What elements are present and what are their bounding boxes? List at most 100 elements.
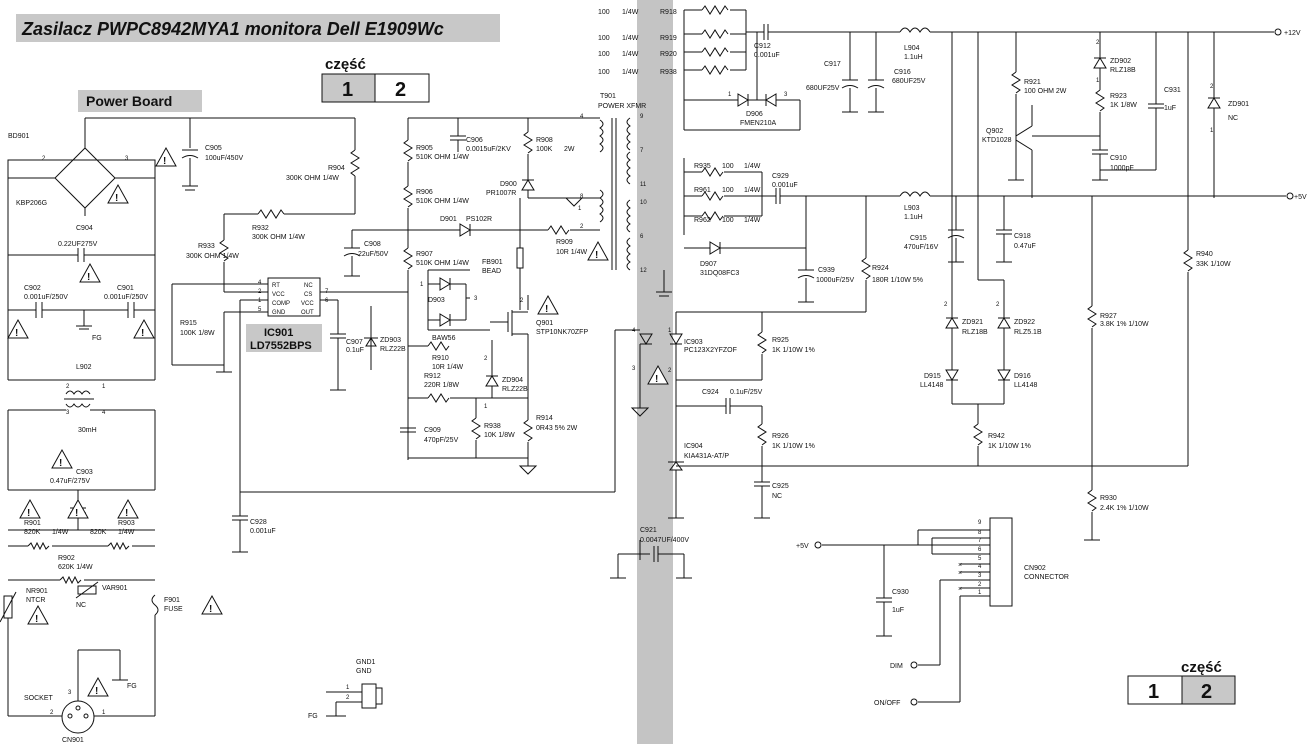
svg-text:×: × [958, 586, 962, 593]
svg-text:+5V: +5V [796, 543, 809, 550]
svg-text:0.001uF: 0.001uF [772, 182, 798, 189]
svg-text:C910: C910 [1110, 155, 1127, 162]
svg-text:R923: R923 [1110, 93, 1127, 100]
svg-text:R940: R940 [1196, 251, 1213, 258]
svg-text:0.001uF: 0.001uF [250, 528, 276, 535]
svg-text:R961: R961 [694, 187, 711, 194]
svg-text:D907: D907 [700, 261, 717, 268]
svg-text:FG: FG [308, 713, 318, 720]
svg-text:!: ! [163, 156, 166, 167]
svg-text:100: 100 [722, 163, 734, 170]
svg-text:0.0015uF/2KV: 0.0015uF/2KV [466, 146, 511, 153]
svg-text:!: ! [545, 304, 548, 315]
svg-text:100: 100 [722, 187, 734, 194]
svg-text:PS102R: PS102R [466, 216, 492, 223]
svg-text:R908: R908 [536, 137, 553, 144]
part-bottom-box2 [1181, 675, 1236, 705]
power-board-box [78, 90, 202, 112]
svg-text:!: ! [595, 250, 598, 261]
svg-text:2: 2 [944, 302, 948, 308]
title-box [16, 14, 500, 42]
svg-text:1000pF: 1000pF [1110, 165, 1134, 172]
svg-text:POWER XFMR: POWER XFMR [598, 103, 646, 110]
svg-text:1/4W: 1/4W [622, 35, 639, 42]
svg-text:C901: C901 [117, 285, 134, 292]
svg-text:9: 9 [640, 114, 644, 120]
svg-text:1K 1/8W: 1K 1/8W [1110, 102, 1137, 109]
svg-text:NC: NC [772, 493, 782, 500]
svg-text:!: ! [27, 508, 30, 519]
svg-text:C915: C915 [910, 235, 927, 242]
svg-text:R903: R903 [118, 520, 135, 527]
svg-text:IC903: IC903 [684, 339, 703, 346]
ic901-label-box [246, 324, 322, 352]
svg-text:R932: R932 [252, 225, 269, 232]
svg-text:7: 7 [978, 538, 982, 544]
svg-text:C916: C916 [894, 69, 911, 76]
svg-text:C907: C907 [346, 339, 363, 346]
svg-text:1: 1 [258, 298, 262, 304]
power-board-label: Power Board [86, 93, 172, 109]
svg-text:NC: NC [304, 283, 313, 289]
svg-text:BD901: BD901 [8, 133, 30, 140]
svg-text:100K: 100K [536, 146, 553, 153]
svg-text:3: 3 [68, 690, 72, 696]
svg-text:0.47uF/275V: 0.47uF/275V [50, 478, 90, 485]
svg-text:CONNECTOR: CONNECTOR [1024, 574, 1069, 581]
svg-text:!: ! [115, 193, 118, 204]
svg-text:R910: R910 [432, 355, 449, 362]
svg-text:R912: R912 [424, 373, 441, 380]
svg-text:BAW56: BAW56 [432, 335, 456, 342]
part-top-num1: 1 [342, 79, 353, 101]
svg-text:1uF: 1uF [1164, 105, 1176, 112]
svg-text:1.1uH: 1.1uH [904, 214, 923, 221]
svg-text:FB901: FB901 [482, 259, 503, 266]
svg-text:R933: R933 [198, 243, 215, 250]
svg-text:!: ! [655, 374, 658, 385]
svg-text:ZD903: ZD903 [380, 337, 401, 344]
svg-text:ZD921: ZD921 [962, 319, 983, 326]
svg-text:2: 2 [996, 302, 1000, 308]
svg-text:100: 100 [598, 69, 610, 76]
svg-text:VCC: VCC [301, 301, 314, 307]
svg-text:C904: C904 [76, 225, 93, 232]
svg-text:NC: NC [76, 602, 86, 609]
svg-text:620K 1/4W: 620K 1/4W [58, 564, 93, 571]
svg-text:1: 1 [668, 328, 672, 334]
svg-text:ON/OFF: ON/OFF [874, 700, 900, 707]
svg-text:10R 1/4W: 10R 1/4W [432, 364, 464, 371]
svg-text:OUT: OUT [301, 310, 314, 316]
svg-text:1/4W: 1/4W [622, 51, 639, 58]
svg-text:11: 11 [640, 182, 647, 188]
svg-text:8: 8 [978, 530, 982, 536]
svg-text:R938: R938 [660, 69, 677, 76]
svg-text:220R 1/8W: 220R 1/8W [424, 382, 459, 389]
svg-text:1: 1 [102, 710, 106, 716]
svg-text:510K OHM 1/4W: 510K OHM 1/4W [416, 154, 469, 161]
ic901-part: LD7552BPS [250, 340, 312, 352]
svg-text:2: 2 [520, 298, 524, 304]
svg-text:IC904: IC904 [684, 443, 703, 450]
svg-text:FG: FG [92, 335, 102, 342]
svg-text:×: × [958, 570, 962, 577]
svg-text:R962: R962 [694, 217, 711, 224]
svg-text:9: 9 [978, 520, 982, 526]
svg-text:180R 1/10W 5%: 180R 1/10W 5% [872, 277, 923, 284]
svg-text:1: 1 [420, 282, 424, 288]
svg-text:0.001uF/250V: 0.001uF/250V [24, 294, 68, 301]
part-top-box2 [374, 73, 430, 103]
svg-text:820K: 820K [90, 529, 107, 536]
svg-text:510K OHM 1/4W: 510K OHM 1/4W [416, 260, 469, 267]
svg-text:1: 1 [578, 206, 582, 212]
svg-text:FG: FG [127, 683, 137, 690]
grounds [564, 197, 672, 297]
svg-text:COMP: COMP [272, 301, 290, 307]
svg-text:1: 1 [484, 404, 488, 410]
svg-text:!: ! [35, 614, 38, 625]
svg-text:300K OHM 1/4W: 300K OHM 1/4W [252, 234, 305, 241]
svg-text:ZD902: ZD902 [1110, 58, 1131, 65]
svg-text:D906: D906 [746, 111, 763, 118]
svg-text:4: 4 [258, 280, 262, 286]
